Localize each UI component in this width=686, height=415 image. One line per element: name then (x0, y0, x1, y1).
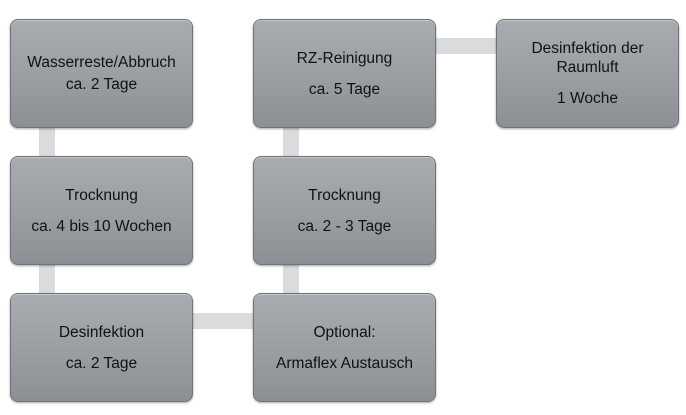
step-duration: ca. 2 Tage (65, 76, 138, 93)
connector-trocknung2-rz-reinigung (283, 127, 299, 157)
step-desinfektion-raumluft: Desinfektion der Raumluft 1 Woche (496, 19, 679, 128)
step-trocknung-1: Trocknung ca. 4 bis 10 Wochen (10, 156, 193, 265)
step-trocknung-2: Trocknung ca. 2 - 3 Tage (253, 156, 436, 265)
step-title: Desinfektion der (531, 40, 644, 57)
step-title: Trocknung (308, 186, 381, 204)
step-title: Trocknung (65, 186, 138, 204)
step-desinfektion: Desinfektion ca. 2 Tage (10, 293, 193, 402)
step-duration: 1 Woche (557, 90, 618, 107)
step-title: Desinfektion (58, 323, 145, 341)
step-duration: Armaflex Austausch (276, 354, 413, 372)
connector-wasserreste-trocknung (39, 127, 55, 157)
step-title: RZ-Reinigung (296, 49, 393, 67)
step-wasserreste-abbruch: Wasserreste/Abbruch ca. 2 Tage (10, 19, 193, 128)
step-duration: ca. 2 - 3 Tage (297, 217, 392, 235)
step-title-line2: Raumluft (556, 59, 619, 76)
step-duration: ca. 4 bis 10 Wochen (31, 217, 172, 235)
connector-optional-trocknung2 (283, 264, 299, 294)
step-duration: ca. 5 Tage (308, 80, 381, 98)
step-title: Wasserreste/Abbruch (27, 54, 176, 71)
connector-rz-reinigung-raumluft (435, 38, 497, 54)
step-duration: ca. 2 Tage (65, 354, 138, 372)
step-title: Optional: (313, 323, 376, 341)
step-optional-armaflex: Optional: Armaflex Austausch (253, 293, 436, 402)
connector-desinfektion-optional (192, 313, 254, 329)
connector-trocknung-desinfektion (39, 264, 55, 294)
step-rz-reinigung: RZ-Reinigung ca. 5 Tage (253, 19, 436, 128)
